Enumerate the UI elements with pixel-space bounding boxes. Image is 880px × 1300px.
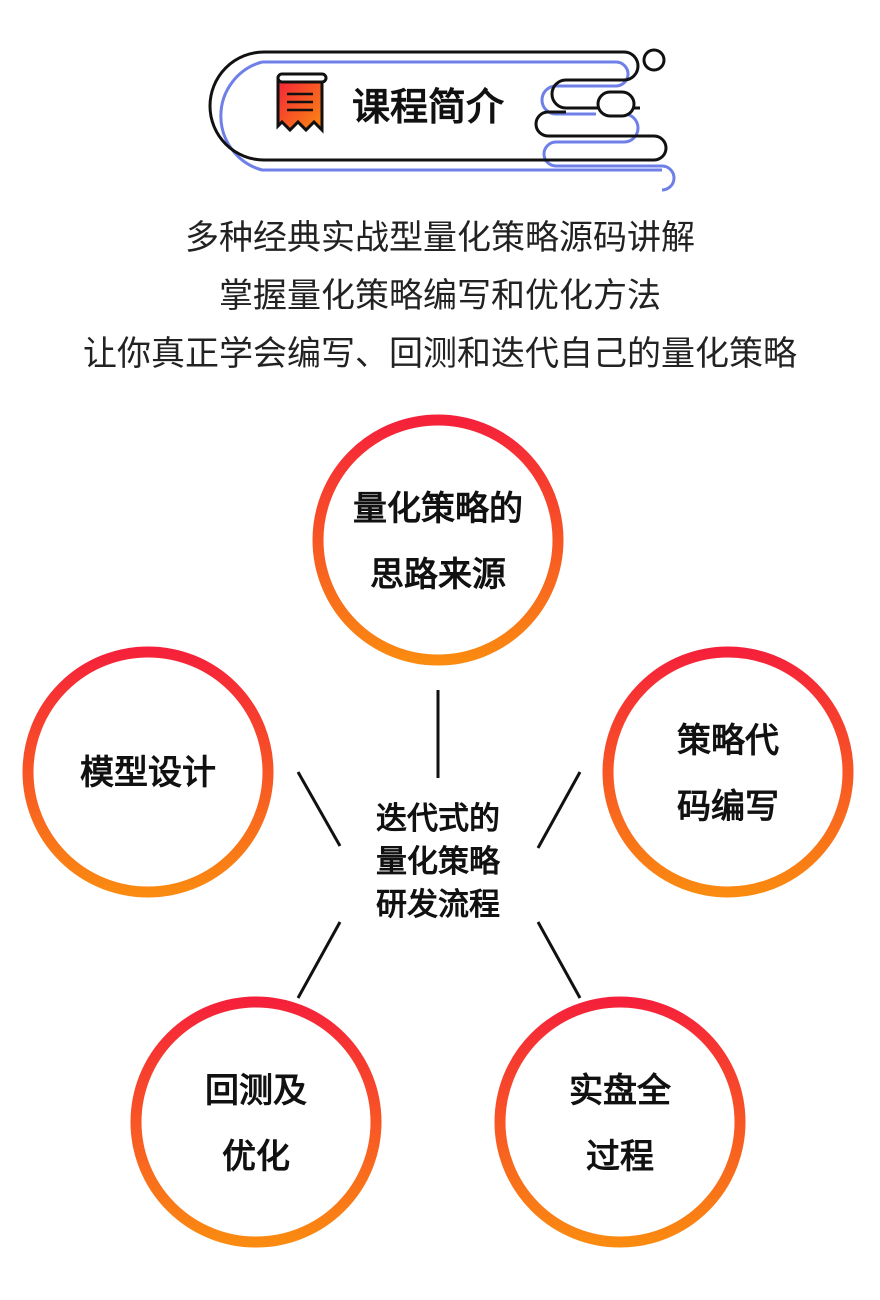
node-label-line: 实盘全 [569, 1071, 671, 1111]
node-label-line: 量化策略的 [353, 489, 523, 529]
node-ring-idea-source [312, 414, 564, 666]
node-label-line: 码编写 [677, 787, 779, 827]
center-line-3: 研发流程 [376, 887, 500, 923]
header-title: 课程简介 [352, 85, 505, 129]
connector-bottom-right [536, 921, 582, 999]
node-ring-backtest [130, 996, 382, 1248]
node-live-trading: 实盘全 过程 [500, 1058, 740, 1190]
node-backtest-optimize: 回测及 优化 [136, 1058, 376, 1190]
header-badge [208, 48, 676, 192]
node-ring-strategy-coding [602, 646, 854, 898]
node-label-line: 优化 [222, 1137, 290, 1177]
node-label-line: 模型设计 [80, 753, 216, 793]
node-label-line: 策略代 [677, 721, 779, 761]
center-label: 迭代式的 量化策略 研发流程 [338, 798, 538, 927]
node-label-line: 回测及 [205, 1071, 307, 1111]
connector-left [296, 771, 342, 847]
node-strategy-coding: 策略代 码编写 [608, 708, 848, 840]
center-line-1: 迭代式的 [376, 801, 500, 837]
connector-lines [296, 690, 582, 999]
scroll-document-icon [276, 72, 328, 134]
intro-line-1: 多种经典实战型量化策略源码讲解 [185, 218, 695, 258]
node-label-line: 思路来源 [370, 555, 506, 595]
node-ring-model-design [22, 646, 274, 898]
intro-line-2: 掌握量化策略编写和优化方法 [219, 276, 661, 316]
node-model-design: 模型设计 [28, 740, 268, 806]
center-line-2: 量化策略 [376, 844, 500, 880]
node-label-line: 过程 [586, 1137, 654, 1177]
node-idea-source: 量化策略的 思路来源 [318, 476, 558, 608]
connector-right [536, 771, 582, 849]
node-ring-live-trading [494, 996, 746, 1248]
connector-bottom-left [296, 921, 342, 999]
intro-line-3: 让你真正学会编写、回测和迭代自己的量化策略 [83, 334, 797, 374]
